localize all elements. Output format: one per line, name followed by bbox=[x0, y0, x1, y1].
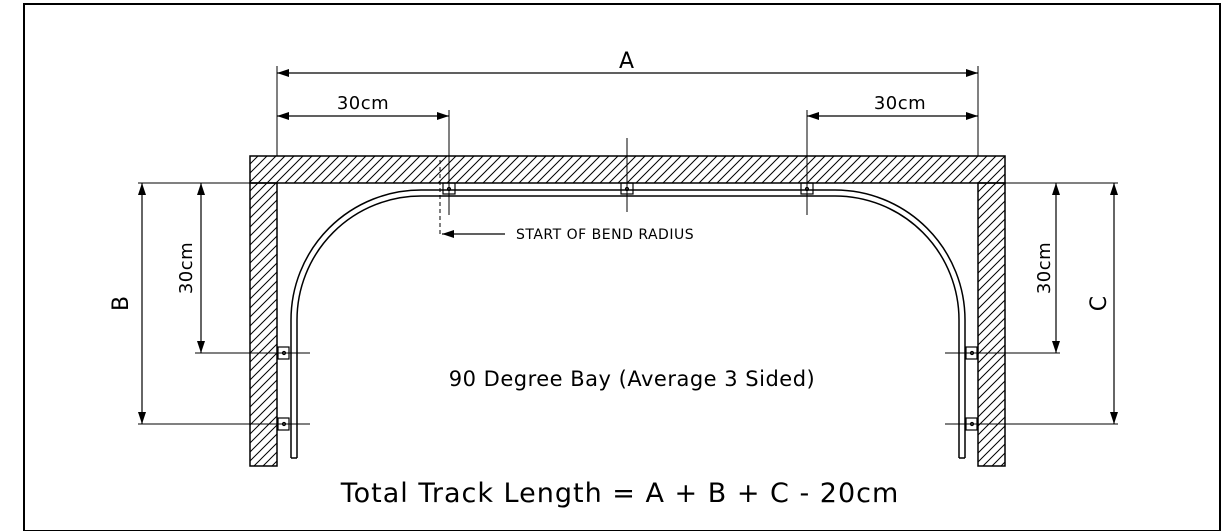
dimension-lines bbox=[138, 69, 1118, 424]
track-brackets bbox=[277, 182, 978, 431]
bay-caption: 90 Degree Bay (Average 3 Sided) bbox=[449, 367, 815, 391]
dim-label-b: B bbox=[109, 295, 134, 311]
drawing-frame bbox=[23, 3, 1221, 531]
dim-label-top-left: 30cm bbox=[337, 93, 389, 114]
left-wall bbox=[249, 182, 278, 467]
dim-label-a: A bbox=[619, 49, 635, 74]
total-track-formula: Total Track Length = A + B + C - 20cm bbox=[340, 478, 900, 509]
extension-lines bbox=[138, 66, 1118, 425]
bend-radius-note: START OF BEND RADIUS bbox=[516, 227, 694, 243]
dim-label-side-right: 30cm bbox=[1034, 242, 1055, 294]
dim-label-side-left: 30cm bbox=[176, 242, 197, 294]
dim-label-c: C bbox=[1087, 295, 1112, 311]
dim-label-top-right: 30cm bbox=[874, 93, 926, 114]
right-wall bbox=[977, 182, 1006, 467]
